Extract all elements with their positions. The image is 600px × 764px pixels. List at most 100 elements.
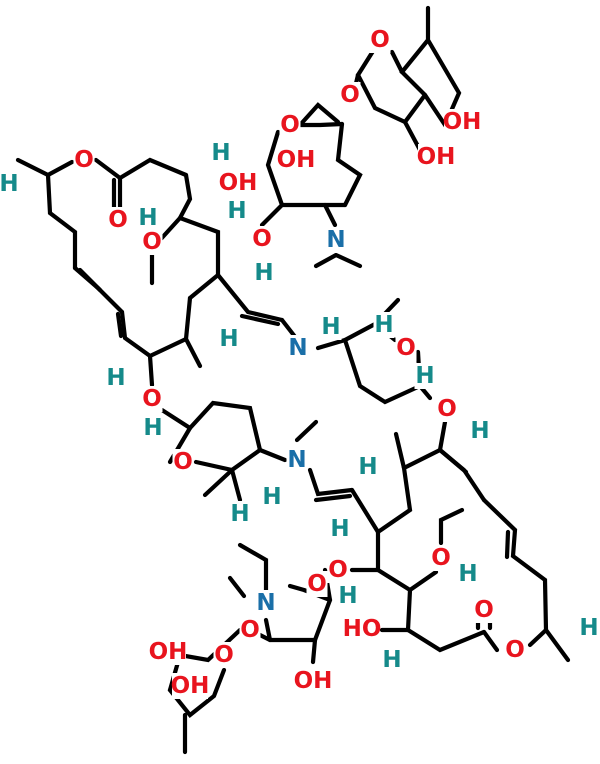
atom-label-text: O <box>474 597 494 623</box>
atom-label-text: N <box>288 335 307 361</box>
atom-label-bg <box>327 557 349 583</box>
atom-label-text: H <box>358 454 377 480</box>
atom-label-text: O <box>280 112 300 138</box>
atom-label-text: O <box>142 386 162 412</box>
atom-o-ring-sugar-low: O <box>306 571 328 597</box>
atom-label-bg <box>213 642 235 668</box>
atom-label-text: H <box>138 205 157 231</box>
atom-label-text: H <box>219 326 238 352</box>
atom-h-c16: H <box>329 516 351 542</box>
atom-label-bg <box>239 617 261 643</box>
atom-label-text: O <box>437 396 457 422</box>
atom-label-text: O <box>252 226 272 252</box>
atom-label-bg <box>344 616 380 642</box>
atom-label-bg <box>287 335 309 361</box>
atom-h-c15: H <box>469 418 491 444</box>
atom-o-oh-sugar-b: OH <box>417 144 455 170</box>
atom-label-bg <box>0 171 20 197</box>
atom-o-methoxy-ring2: O <box>430 545 452 571</box>
atom-h-c19: H <box>578 615 600 641</box>
atom-o-oh-sugar-mid: OH <box>277 147 316 173</box>
atom-o-ring-link-sugars: O <box>339 82 361 108</box>
atom-label-bg <box>107 207 129 233</box>
atom-label-text: O <box>340 82 360 108</box>
atom-label-bg <box>251 226 273 252</box>
atom-label-bg <box>357 454 379 480</box>
atom-label-text: H <box>338 583 357 609</box>
atom-label-bg <box>373 312 395 338</box>
atom-o-link-sugars-bottom: O <box>239 617 261 643</box>
atom-h-c12: H <box>261 484 283 510</box>
atom-h-c17: H <box>337 583 359 609</box>
atom-o-ring-sugar-mid: O <box>279 112 301 138</box>
atom-label-bg <box>469 418 491 444</box>
atom-label-bg <box>286 447 308 473</box>
atom-o-pyran-right: O <box>395 335 417 361</box>
atom-o-oh-sugar-bottom-b: OH <box>171 673 210 699</box>
atom-label-bg <box>229 501 251 527</box>
atom-label-bg <box>137 205 159 231</box>
atom-o-glycoside-ring1: O <box>251 226 273 252</box>
atom-label-text: N <box>256 590 275 616</box>
atom-label-text: H <box>470 418 489 444</box>
atom-h-c14: H <box>357 454 379 480</box>
atom-o-ring-sugar-bottom: O <box>213 642 235 668</box>
atom-h-c3: H <box>137 205 159 231</box>
atom-h-c1: H <box>0 171 20 197</box>
atom-label-text: O <box>370 27 390 53</box>
atom-label-bg <box>337 583 359 609</box>
atom-label-bg <box>255 590 277 616</box>
atom-label-bg <box>220 170 256 196</box>
atom-label-bg <box>253 260 275 286</box>
atom-o-carbonyl-ring2: O <box>473 597 495 623</box>
atom-o-oh-ring1: OH <box>219 170 257 196</box>
atom-o-oh-ring2: HO <box>343 616 382 642</box>
atom-label-bg <box>436 396 458 422</box>
atom-label-text: OH <box>294 668 333 694</box>
atom-label-bg <box>226 198 248 224</box>
atom-label-bg <box>278 147 314 173</box>
atom-label-text: H <box>374 312 393 338</box>
atom-label-text: H <box>230 501 249 527</box>
atom-label-text: OH <box>171 673 210 699</box>
atom-h-c10: H <box>414 363 436 389</box>
atom-label-text: O <box>240 617 260 643</box>
atom-label-bg <box>395 335 417 361</box>
atom-label-text: O <box>214 642 234 668</box>
atom-label-text: OH <box>277 147 316 173</box>
atom-label-bg <box>418 144 454 170</box>
atom-h-c9: H <box>373 312 395 338</box>
atom-o-oh-sugar-a: OH <box>443 109 482 135</box>
atom-h-c4: H <box>226 198 248 224</box>
atom-label-bg <box>320 314 342 340</box>
atom-label-text: OH <box>149 639 188 665</box>
atom-label-bg <box>142 415 164 441</box>
atom-label-text: N <box>326 227 345 253</box>
atom-label-text: H <box>0 171 19 197</box>
atom-label-text: OH <box>443 109 482 135</box>
atom-label-bg <box>105 365 127 391</box>
atom-h-c2: H <box>210 140 232 166</box>
atom-o-pyran-left: O <box>172 449 194 475</box>
atom-label-text: HO <box>343 616 382 642</box>
atom-o-ester-ring1: O <box>73 147 95 173</box>
atom-n-amine-sugar-top: N <box>325 227 347 253</box>
atom-label-bg <box>457 561 479 587</box>
atom-label-text: H <box>254 260 273 286</box>
atom-label-text: H <box>415 363 434 389</box>
atom-h-c6: H <box>218 326 240 352</box>
atom-o-oh-sugar-bottom-a: OH <box>149 639 188 665</box>
atom-label-text: O <box>142 229 162 255</box>
atom-label-text: H <box>106 365 125 391</box>
atom-label-text: H <box>458 561 477 587</box>
bond-layer <box>15 5 571 755</box>
atom-label-bg <box>172 449 194 475</box>
atom-n-enamine-bottom: N <box>286 447 308 473</box>
atom-h-c5: H <box>253 260 275 286</box>
atom-o-ether-ring2-top: O <box>436 396 458 422</box>
atom-h-c13: H <box>229 501 251 527</box>
atom-label-bg <box>279 112 301 138</box>
atom-label-bg <box>218 326 240 352</box>
